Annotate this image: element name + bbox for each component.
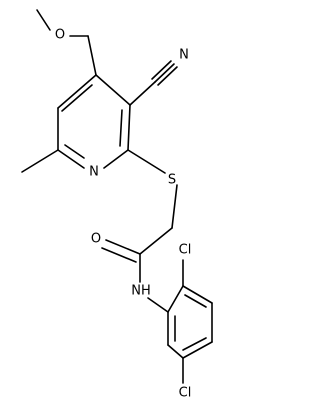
bond-aryl-c4-c5-inner [182, 337, 207, 351]
atom-label-chlorine-top: Cl [179, 243, 192, 258]
bond-ring-s [127, 149, 166, 174]
bond-lines [21, 9, 213, 384]
bond-ch2-ring [87, 35, 97, 76]
bond-methoxy-methyl [36, 9, 51, 31]
bond-s-ch2 [171, 184, 178, 229]
bond-nh-aryl [147, 297, 169, 313]
chemical-structure: O N N S O NH Cl Cl [21, 9, 213, 401]
bond-ring-c4-c5 [57, 74, 97, 109]
bond-ring-c6-n1-inner [64, 144, 85, 159]
atom-label-chlorine-bottom: Cl [179, 386, 192, 401]
bond-ring-c4-c5-inner [61, 84, 93, 112]
bond-ring-c2-c3-inner [119, 109, 123, 147]
atom-label-carbonyl-oxygen: O [91, 232, 101, 247]
bond-carbonyl-o-2 [101, 247, 137, 263]
bond-aryl-c2-c3-inner [184, 294, 207, 308]
bond-aryl-c2-c3 [182, 285, 213, 304]
bond-aryl-c5-c6 [167, 344, 184, 359]
bond-ring-methyl [21, 149, 59, 173]
bond-nitrile-triple-1 [154, 63, 175, 83]
bond-nitrile-triple-2 [151, 60, 172, 80]
bond-carbonyl-o-1 [105, 239, 141, 255]
bond-ch2-carbonyl [139, 227, 173, 255]
bond-nitrile-triple-3 [157, 66, 178, 86]
bond-ring-nitrile-c [129, 81, 156, 106]
bond-aryl-c4-c5 [182, 341, 213, 359]
atom-label-amide-nh: NH [131, 284, 151, 299]
bond-ring-c4-c3 [95, 74, 131, 106]
bond-ring-c2-c3 [127, 104, 131, 151]
atom-labels: O N N S O NH Cl Cl [55, 28, 191, 401]
bond-aryl-c1-c2 [167, 285, 184, 313]
bond-ring-c6-n1 [57, 149, 85, 169]
atom-label-cyano-nitrogen: N [179, 48, 189, 63]
atom-label-methoxy-oxygen: O [55, 28, 65, 43]
bond-ring-n1-c2 [103, 149, 129, 169]
atom-label-pyridine-nitrogen: N [89, 165, 99, 180]
atom-label-sulfur: S [168, 173, 176, 188]
